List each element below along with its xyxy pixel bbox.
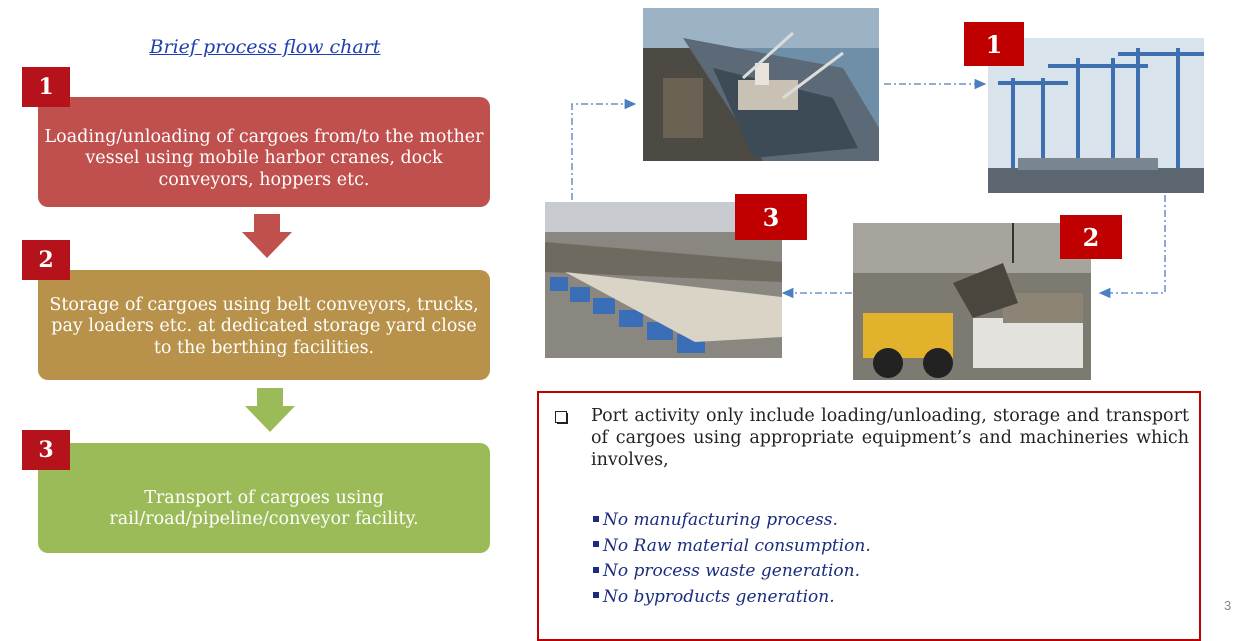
- step-3-badge: 3: [22, 430, 70, 470]
- list-item: No manufacturing process.: [593, 508, 1153, 534]
- bullet-list: No manufacturing process. No Raw materia…: [593, 508, 1153, 610]
- info-box: Port activity only include loading/unloa…: [537, 391, 1201, 641]
- photo-3-badge: 3: [735, 194, 807, 240]
- truck-fleet-photo: 3: [545, 194, 807, 358]
- step-1-box: Loading/unloading of cargoes from/to the…: [38, 97, 490, 207]
- list-item: No Raw material consumption.: [593, 534, 1153, 560]
- square-bullet-icon: [593, 541, 599, 547]
- step-2-badge: 2: [22, 240, 70, 280]
- connector-cranes-to-payloader: [1098, 195, 1166, 299]
- step-3-text: Transport of cargoes using rail/road/pip…: [109, 487, 419, 529]
- gantry-cranes-photo: 1: [964, 22, 1204, 193]
- photo-1-badge: 1: [964, 22, 1024, 66]
- step-2-box: Storage of cargoes using belt conveyors,…: [38, 270, 490, 380]
- page-number: 3: [1224, 598, 1232, 613]
- list-item: No process waste generation.: [593, 559, 1153, 585]
- step-2-text: Storage of cargoes using belt conveyors,…: [49, 294, 479, 358]
- step-3-box: Transport of cargoes using rail/road/pip…: [38, 443, 490, 553]
- info-main-text: Port activity only include loading/unloa…: [591, 406, 1189, 471]
- down-arrow-2-icon: [245, 388, 295, 432]
- square-bullet-icon: [593, 515, 599, 522]
- flow-chart-title: Brief process flow chart: [149, 36, 381, 58]
- step-1-badge: 1: [22, 67, 70, 107]
- step-1-text: Loading/unloading of cargoes from/to the…: [44, 126, 484, 190]
- down-arrow-1-icon: [242, 214, 292, 258]
- list-item: No byproducts generation.: [593, 585, 1153, 611]
- payloader-truck-photo: 2: [853, 215, 1122, 380]
- photo-2-badge: 2: [1060, 215, 1122, 259]
- checkbox-bullet-icon: [555, 411, 568, 424]
- square-bullet-icon: [593, 566, 599, 573]
- connector-truck-to-ship: [571, 98, 637, 200]
- square-bullet-icon: [593, 592, 599, 598]
- ship-unloading-photo: [643, 8, 879, 161]
